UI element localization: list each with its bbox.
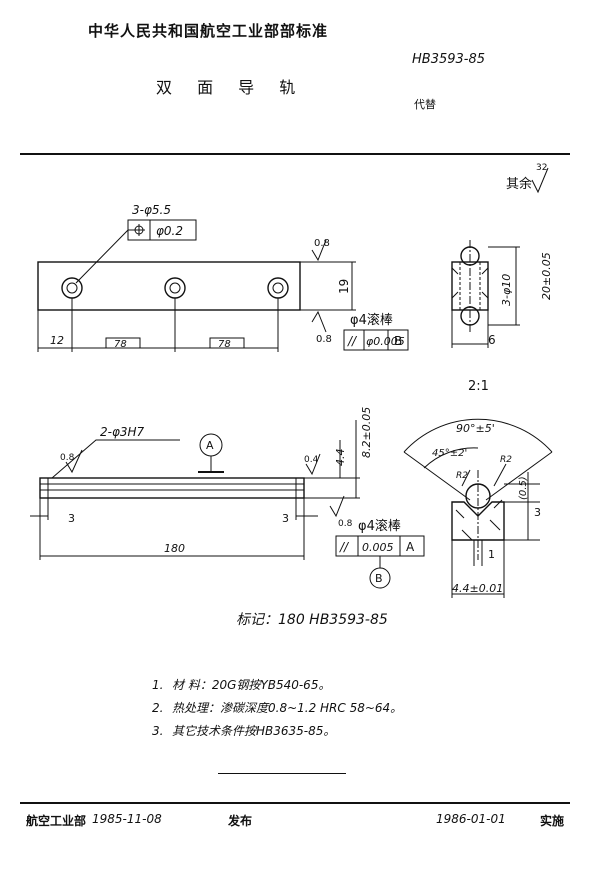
parallel-datum-1: B [394, 334, 402, 348]
dim-pitch-78-a: 78 [114, 339, 127, 350]
rod-label-2: φ4滚棒 [358, 518, 401, 534]
dim-edge-12: 12 [50, 334, 64, 347]
dim-3-right: 3 [282, 512, 289, 525]
note-number: 2. [152, 701, 164, 715]
roughness-top-bottom: 0.8 [316, 334, 332, 345]
dim-3-left: 3 [68, 512, 75, 525]
dim-8-2: 8.2±0.05 [360, 407, 373, 458]
section-angle-half: 45°±2' [432, 448, 467, 459]
roughness-front-left: 0.8 [60, 453, 75, 463]
replaces-label: 代替 [414, 98, 436, 111]
effective-label: 实施 [540, 814, 565, 828]
technical-notes: 1. 材 料：20G钢按YB540-65。 2. 热处理：渗碳深度0.8~1.2 H… [152, 674, 402, 743]
effective-date: 1986-01-01 [436, 812, 506, 826]
note-text: 其它技术条件按HB3635-85。 [172, 724, 336, 738]
footer-divider [20, 802, 570, 804]
radius-left: R2 [456, 471, 468, 481]
holes-callout: 2-φ3H7 [100, 425, 145, 439]
parallel-value-1: φ0.005 [366, 335, 405, 348]
surface-finish-other: 其余 [506, 176, 532, 192]
surface-finish-value: 32 [536, 163, 547, 173]
datum-b-label: B [375, 572, 383, 585]
organization-title: 中华人民共和国航空工业部部标准 [88, 22, 329, 40]
dim-0-5: (0.5) [518, 476, 529, 500]
dim-4-4: 4.4 [334, 449, 347, 467]
scale-label: 2:1 [468, 379, 489, 394]
width-6: 6 [488, 333, 496, 347]
standard-code: HB3593-85 [412, 52, 486, 67]
roughness-front-right: 0.4 [304, 455, 319, 465]
length-180: 180 [164, 542, 185, 555]
roughness-front-bottom: 0.8 [338, 519, 353, 529]
dim-pitch-78-b: 78 [218, 339, 231, 350]
note-item: 1. 材 料：20G钢按YB540-65。 [152, 674, 402, 697]
radius-right: R2 [500, 455, 512, 465]
note-text: 热处理：渗碳深度0.8~1.2 HRC 58~64。 [172, 701, 403, 715]
note-number: 1. [152, 678, 164, 692]
note-text: 材 料：20G钢按YB540-65。 [172, 678, 331, 692]
issuer: 航空工业部 [26, 814, 87, 828]
dim-section-1: 1 [488, 548, 495, 561]
dim-section-3: 3 [534, 506, 541, 519]
position-tolerance: φ0.2 [156, 224, 183, 238]
section-angle: 90°±5' [456, 422, 495, 435]
pin-hole-callout: 3-φ10 [500, 274, 513, 306]
datum-a-label: A [206, 439, 214, 452]
hole-callout: 3-φ5.5 [132, 203, 171, 217]
roughness-top: 0.8 [314, 238, 330, 249]
header-divider [20, 153, 570, 155]
rod-label-1: φ4滚棒 [350, 312, 393, 328]
issued-label: 发布 [228, 814, 253, 828]
notes-end-rule [218, 773, 346, 774]
marking-example: 标记：180 HB3593-85 [236, 612, 388, 628]
note-number: 3. [152, 724, 164, 738]
dim-section-width: 4.4±0.01 [452, 582, 503, 595]
note-item: 3. 其它技术条件按HB3635-85。 [152, 720, 402, 743]
issue-date: 1985-11-08 [92, 812, 162, 826]
parallel-symbol-1: // [347, 334, 358, 348]
parallel-datum-2: A [406, 540, 415, 554]
parallel-symbol-2: // [339, 540, 350, 554]
document-title: 双 面 导 轨 [156, 78, 306, 97]
parallel-value-2: 0.005 [362, 541, 394, 554]
note-item: 2. 热处理：渗碳深度0.8~1.2 HRC 58~64。 [152, 697, 402, 720]
height-20: 20±0.05 [540, 252, 553, 300]
height-dim-19: 19 [337, 279, 351, 294]
